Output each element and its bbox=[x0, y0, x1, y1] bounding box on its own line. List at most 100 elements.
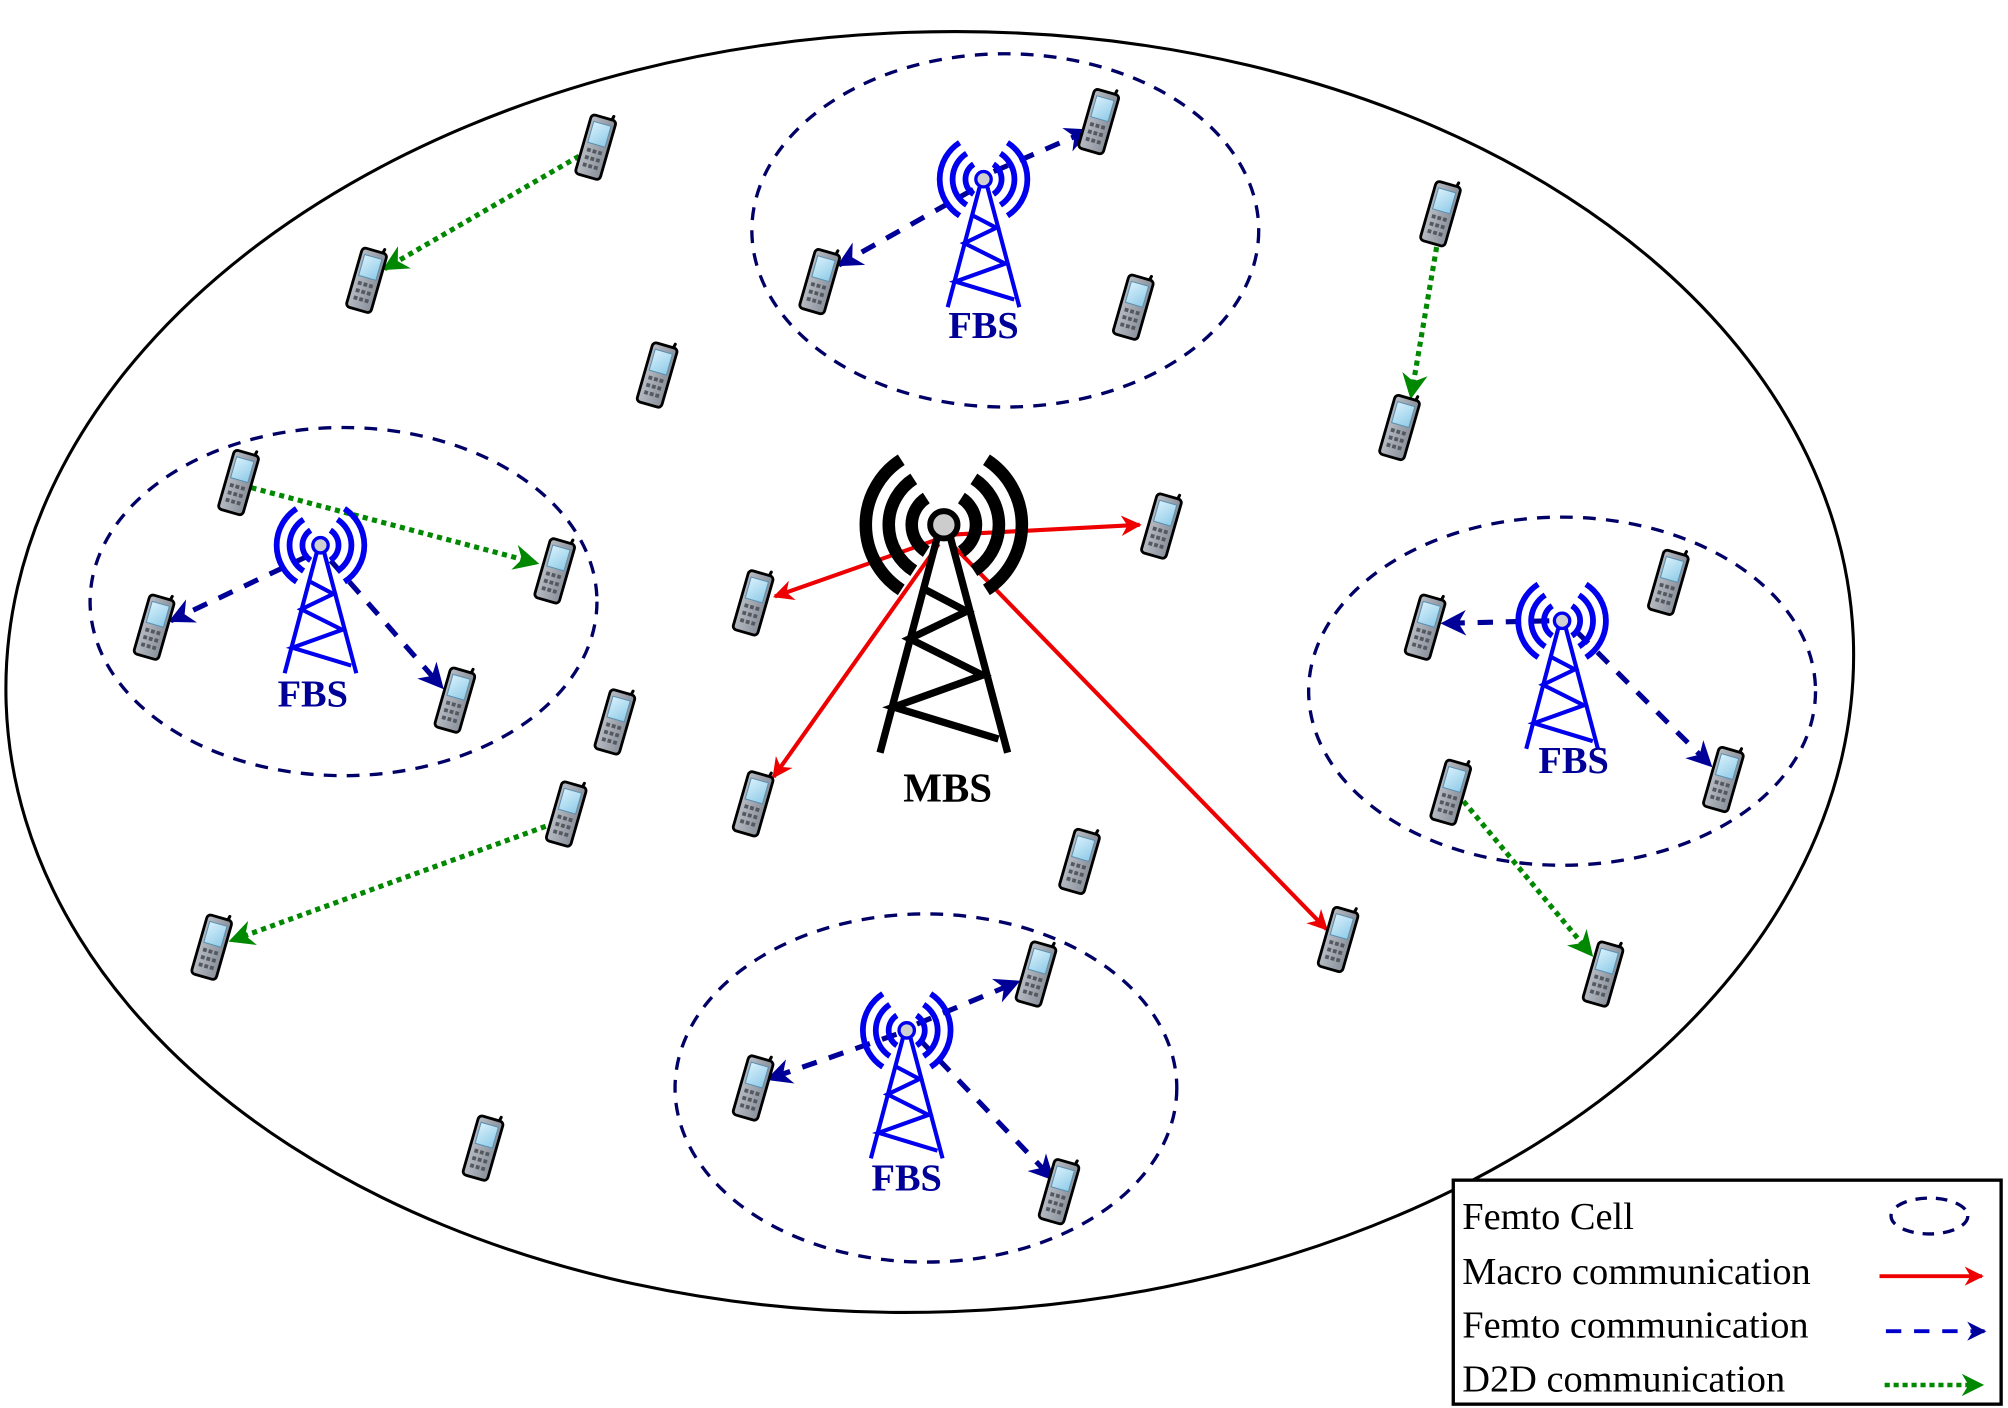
signal-wave-icon bbox=[991, 161, 1005, 197]
d2d-link bbox=[382, 153, 581, 272]
legend-label-macro: Macro communication bbox=[1462, 1251, 1810, 1293]
legend: Femto Cell Macro communication Femto com… bbox=[1451, 1178, 2003, 1406]
signal-wave-icon bbox=[949, 150, 969, 208]
fbs-label-right: FBS bbox=[1538, 740, 1608, 782]
signal-wave-icon bbox=[273, 506, 299, 585]
signal-wave-icon bbox=[885, 1012, 899, 1048]
base-stations bbox=[273, 140, 1609, 1159]
signal-wave-icon bbox=[1528, 592, 1547, 650]
tower-legs bbox=[868, 1037, 945, 1159]
mobile-phone-icon bbox=[634, 336, 681, 410]
tower-bracing bbox=[882, 585, 1000, 743]
macro-link bbox=[948, 541, 1329, 931]
signal-wave-icon bbox=[982, 454, 1029, 596]
mobile-phone-icon bbox=[131, 588, 178, 662]
femto-link bbox=[168, 553, 311, 624]
mobile-phone-icon bbox=[1076, 83, 1123, 157]
mobile-phone-icon bbox=[1013, 935, 1060, 1009]
tower-bracing bbox=[948, 213, 1015, 302]
mobile-phone-icon bbox=[730, 1049, 777, 1123]
mobile-phone-icon bbox=[1402, 588, 1449, 662]
mobile-phone-icon bbox=[1315, 901, 1362, 975]
antenna-icon bbox=[897, 1021, 917, 1040]
fbs-label-left: FBS bbox=[278, 674, 348, 716]
femto-link bbox=[915, 978, 1021, 1027]
signal-wave-icon bbox=[1570, 603, 1583, 639]
station-labels: FBS FBS FBS FBS MBS bbox=[278, 305, 1609, 1199]
mbs-tower bbox=[859, 454, 1029, 754]
signal-wave-icon bbox=[872, 1002, 892, 1059]
mobile-phone-icon bbox=[592, 683, 639, 757]
femto-cells bbox=[88, 52, 1818, 1264]
fbs-tower-top bbox=[936, 140, 1031, 308]
macro-link bbox=[771, 542, 941, 779]
signal-wave-icon bbox=[342, 506, 368, 585]
femto-link bbox=[766, 1031, 898, 1084]
signal-wave-icon bbox=[914, 1012, 928, 1048]
signal-wave-icon bbox=[962, 161, 976, 197]
signal-wave-icon bbox=[335, 517, 355, 574]
antenna-icon bbox=[974, 169, 993, 189]
mobile-phone-icon bbox=[1701, 741, 1747, 815]
mobile-phone-icon bbox=[1036, 1153, 1083, 1227]
signal-wave-icon bbox=[859, 454, 905, 596]
fbs-label-top: FBS bbox=[948, 305, 1018, 347]
femto-cell-bottom bbox=[673, 912, 1179, 1264]
tower-legs bbox=[945, 186, 1022, 308]
mobile-phone-icon bbox=[543, 775, 590, 849]
femto-link bbox=[1440, 610, 1550, 636]
mobile-phone-icon bbox=[1646, 544, 1692, 617]
femto-link bbox=[836, 187, 975, 268]
fbs-tower-right bbox=[1515, 581, 1609, 750]
mobile-phone-icon bbox=[189, 908, 236, 982]
signal-wave-icon bbox=[328, 527, 342, 563]
tower-legs bbox=[282, 552, 359, 674]
tower-bracing bbox=[285, 579, 352, 668]
antenna-icon bbox=[311, 535, 330, 555]
signal-wave-icon bbox=[929, 991, 954, 1070]
fbs-label-bottom: FBS bbox=[872, 1157, 942, 1199]
femto-cell-top bbox=[750, 52, 1261, 409]
d2d-link bbox=[250, 485, 540, 570]
mobile-phone-icon bbox=[1418, 175, 1464, 249]
mobile-phone-icon bbox=[216, 444, 262, 518]
femto-link bbox=[992, 127, 1091, 174]
mobile-phone-icon bbox=[432, 661, 479, 735]
signal-wave-icon bbox=[921, 1002, 941, 1059]
legend-label-d2d: D2D communication bbox=[1462, 1358, 1785, 1400]
fbs-tower-left bbox=[273, 506, 368, 674]
signal-wave-icon bbox=[1584, 581, 1609, 660]
mobile-phone-icon bbox=[730, 564, 777, 638]
signal-wave-icon bbox=[957, 492, 983, 557]
signal-wave-icon bbox=[860, 991, 885, 1070]
antenna-icon bbox=[1552, 611, 1572, 631]
mobile-phone-icon bbox=[532, 532, 579, 606]
femto-cell-right bbox=[1306, 515, 1818, 867]
tower-bracing bbox=[1527, 654, 1594, 744]
mobile-phone-icon bbox=[797, 243, 844, 317]
tower-bracing bbox=[872, 1064, 939, 1153]
signal-wave-icon bbox=[998, 150, 1018, 208]
macro-cell-boundary bbox=[4, 30, 1856, 1314]
signal-wave-icon bbox=[286, 517, 306, 574]
tower-legs bbox=[876, 537, 1012, 754]
mobile-phone-icon bbox=[1377, 389, 1423, 463]
mobile-phone-icon bbox=[1428, 754, 1475, 827]
signal-wave-icon bbox=[970, 473, 1006, 576]
legend-femto-cell-symbol bbox=[1889, 1196, 1970, 1236]
tower-legs bbox=[1524, 627, 1600, 750]
legend-box bbox=[1451, 1178, 2003, 1406]
signal-wave-icon bbox=[1515, 581, 1540, 660]
signal-wave-icon bbox=[1541, 603, 1554, 639]
legend-label-femto: Femto communication bbox=[1462, 1305, 1808, 1347]
signal-wave-icon bbox=[905, 492, 931, 557]
signal-wave-icon bbox=[1577, 592, 1596, 650]
signal-wave-icon bbox=[1005, 140, 1031, 219]
d2d-link bbox=[228, 820, 556, 945]
d2d-link bbox=[1461, 799, 1594, 957]
mbs-label: MBS bbox=[903, 764, 992, 810]
mobile-phone-icon bbox=[1057, 823, 1103, 897]
fbs-tower-bottom bbox=[860, 991, 954, 1159]
